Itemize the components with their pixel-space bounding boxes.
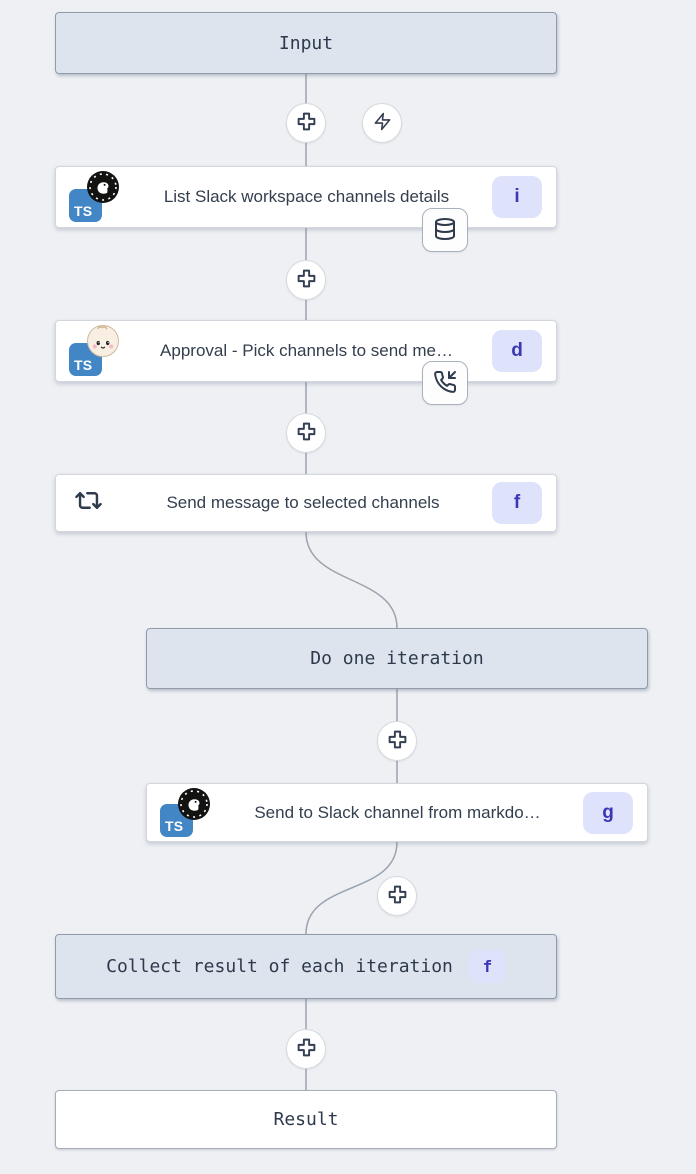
language-icon-cluster: TS [69,170,121,224]
plus-icon [296,1037,317,1061]
typescript-icon-label: TS [165,817,184,834]
step-id-badge: d [492,330,542,372]
edge [305,531,398,629]
plus-icon [296,421,317,445]
phone-incoming-icon [433,370,457,397]
step-id-badge: f [492,482,542,524]
zap-icon [373,112,392,134]
plus-icon [387,729,408,753]
add-step-button[interactable] [377,721,417,761]
step-id-badge: i [492,176,542,218]
repeat-icon [74,486,103,520]
do-one-iteration-node[interactable]: Do one iteration [146,628,648,689]
step-label: Approval - Pick channels to send me… [160,341,453,360]
plus-icon [296,268,317,292]
step-node-approval[interactable]: TS Approval - Pick channels to send me… … [55,320,557,382]
plus-icon [387,884,408,908]
step-label: List Slack workspace channels details [163,187,450,206]
step-label: Send to Slack channel from markdo… [254,802,541,822]
step-node-list-channels[interactable]: TS List Slack workspace channels details… [55,166,557,228]
flow-result-node[interactable]: Result [55,1090,557,1149]
add-step-button[interactable] [286,413,326,453]
flow-result-label: Result [273,1109,339,1130]
add-step-button[interactable] [286,260,326,300]
step-id-badge: g [583,791,633,834]
plus-icon [296,111,317,135]
typescript-icon-label: TS [74,203,93,219]
language-icon-cluster: TS [160,787,212,839]
language-icon-cluster: TS [69,324,121,378]
flow-input-node[interactable]: Input [55,12,557,74]
flow-input-label: Input [278,32,334,54]
step-node-forloop[interactable]: Send message to selected channels f [55,474,557,532]
step-node-send-markdown[interactable]: TS Send to Slack channel from markdo… g [146,783,648,842]
add-trigger-button[interactable] [362,103,402,143]
database-icon [433,217,457,244]
deno-logo-icon [178,787,210,820]
add-step-button[interactable] [286,103,326,143]
collect-result-label: Collect result of each iteration [106,956,453,977]
cache-indicator-button[interactable] [422,208,468,252]
step-label: Send message to selected channels [166,493,440,512]
collect-result-node[interactable]: Collect result of each iteration f [55,934,557,999]
suspend-indicator-button[interactable] [422,361,468,405]
add-step-button[interactable] [286,1029,326,1069]
add-step-button[interactable] [377,876,417,916]
deno-logo-icon [87,171,119,203]
bun-logo-icon [87,325,119,357]
step-id-badge: f [468,950,506,983]
do-one-iteration-label: Do one iteration [310,648,484,669]
typescript-icon-label: TS [74,357,93,373]
forloop-icon-wrap [74,486,114,520]
